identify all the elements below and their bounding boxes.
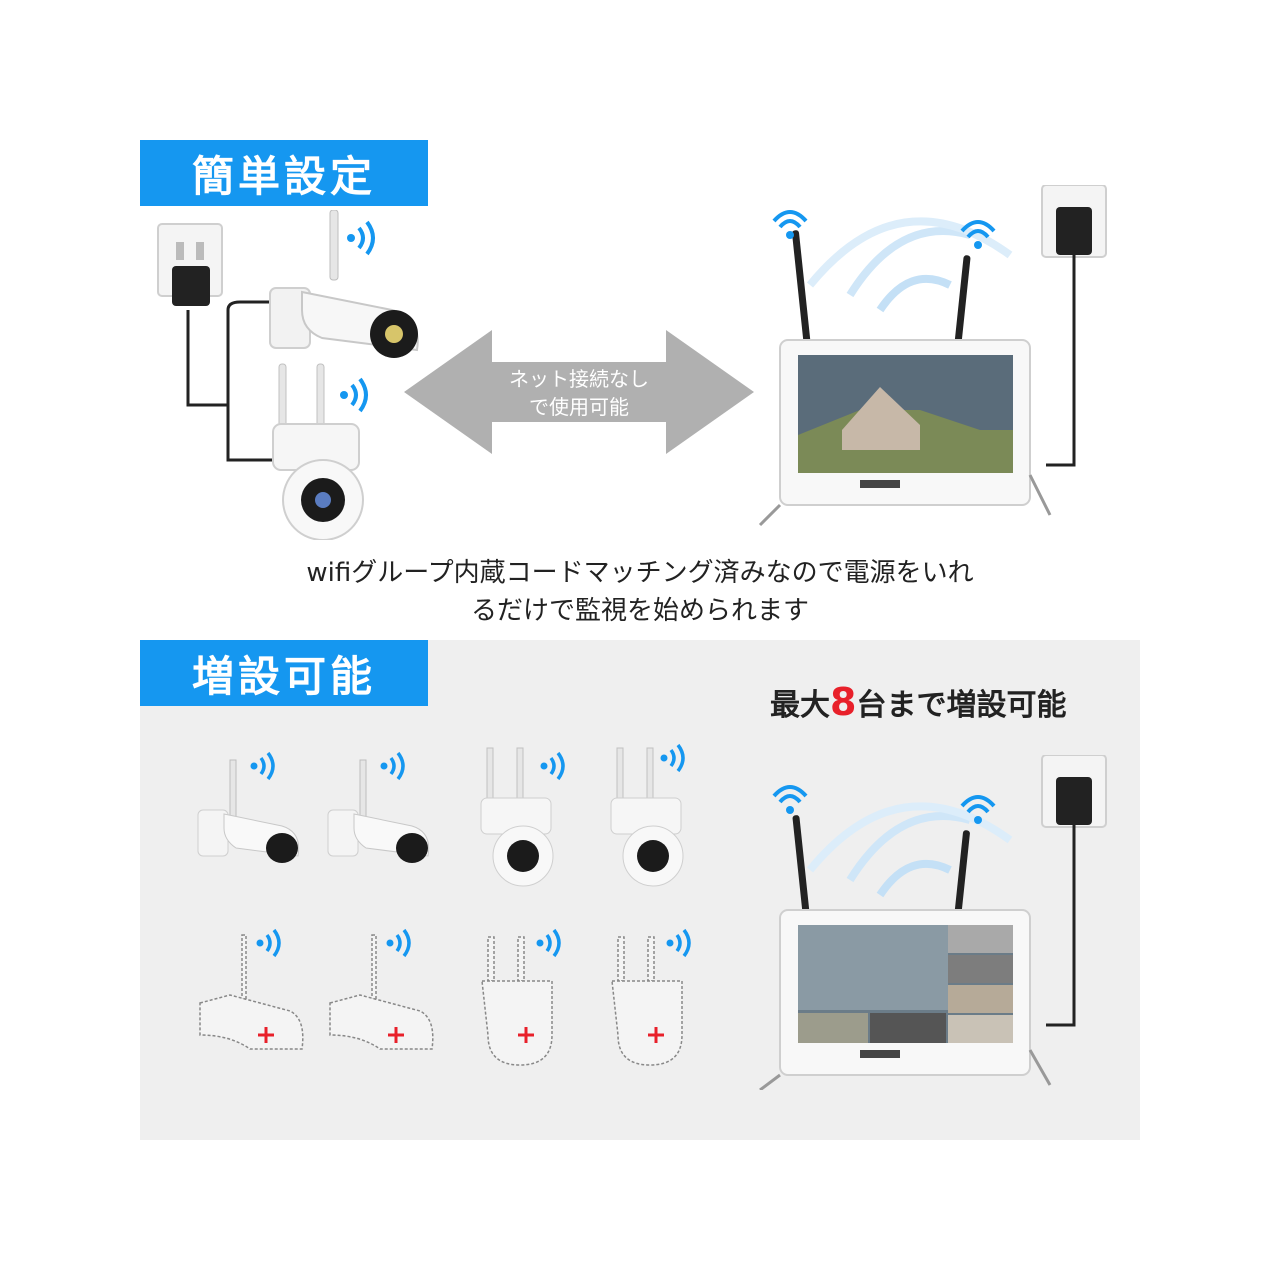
section-badge-easy-setup: 簡単設定 bbox=[140, 140, 428, 206]
bullet-camera bbox=[269, 210, 419, 358]
add-camera-icon bbox=[258, 1027, 664, 1043]
nvr-monitor bbox=[758, 210, 1052, 527]
placeholder-camera-row bbox=[199, 928, 691, 1066]
section-badge-label: 増設可能 bbox=[191, 651, 376, 701]
placeholder-bullet-camera bbox=[199, 934, 304, 1050]
caption-line: wifiグループ内蔵コードマッチング済みなので電源をいれ bbox=[306, 558, 974, 588]
setup-caption: wifiグループ内蔵コードマッチング済みなので電源をいれ るだけで監視を始められ… bbox=[140, 554, 1140, 630]
ptz-camera bbox=[272, 363, 364, 540]
wifi-signal-icon bbox=[340, 377, 368, 413]
ptz-camera bbox=[480, 747, 554, 887]
max-cameras-heading: 最大8台まで増設可能 bbox=[770, 680, 1067, 724]
double-arrow: ネット接続なし で使用可能 bbox=[404, 330, 754, 454]
power-cable bbox=[186, 300, 280, 462]
wall-outlet-icon bbox=[1041, 185, 1107, 467]
caption-line: るだけで監視を始められます bbox=[470, 596, 809, 626]
wall-outlet-icon bbox=[157, 223, 223, 306]
arrow-text-line2: で使用可能 bbox=[529, 395, 629, 419]
bullet-camera bbox=[327, 759, 430, 863]
arrow-text-line1: ネット接続なし bbox=[509, 367, 649, 391]
max-cameras-number: 8 bbox=[830, 680, 857, 724]
bullet-camera bbox=[197, 759, 300, 863]
camera-row bbox=[197, 743, 685, 887]
placeholder-ptz-camera bbox=[481, 936, 553, 1066]
placeholder-ptz-camera bbox=[611, 936, 683, 1066]
section-badge-expandable: 増設可能 bbox=[140, 640, 428, 706]
nvr-monitor bbox=[759, 785, 1052, 1090]
ptz-camera bbox=[610, 747, 684, 887]
wall-outlet-icon bbox=[1041, 755, 1107, 1027]
wifi-signal-icon bbox=[347, 220, 375, 256]
section-badge-label: 簡単設定 bbox=[191, 151, 376, 201]
placeholder-bullet-camera bbox=[329, 934, 434, 1050]
